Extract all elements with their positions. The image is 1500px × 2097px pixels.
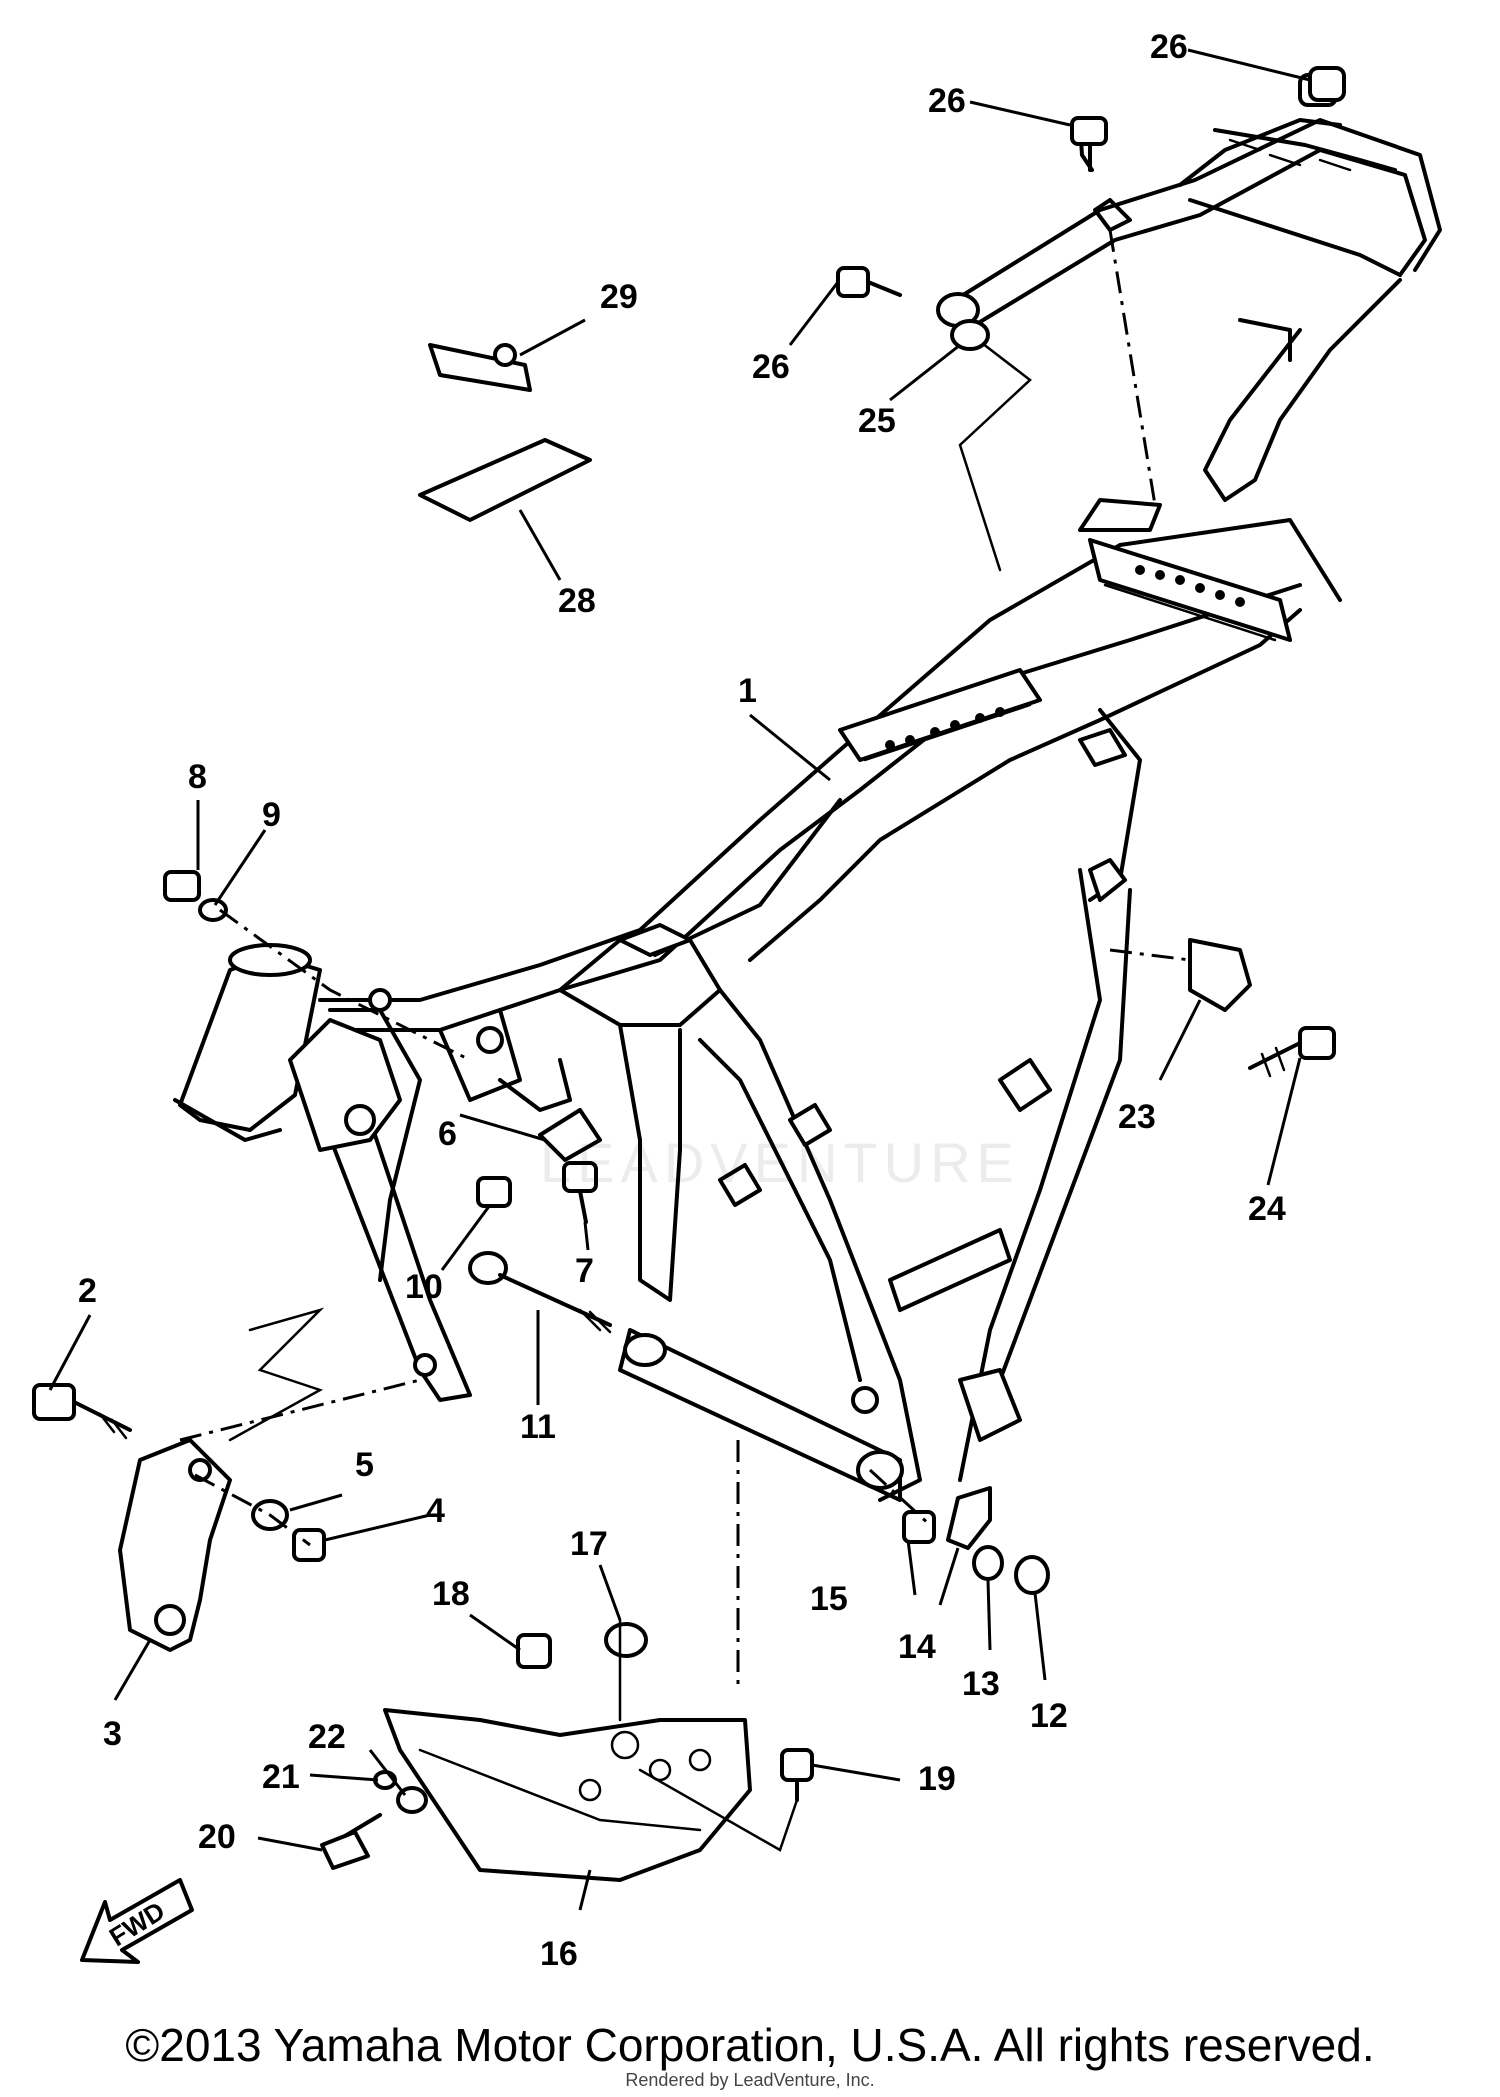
fwd-arrow: FWD xyxy=(80,1878,194,1964)
fasteners xyxy=(32,66,1346,1870)
callout-4: 4 xyxy=(426,1492,445,1530)
callout-17: 17 xyxy=(570,1525,608,1563)
protector-pad xyxy=(418,438,592,522)
callout-14: 14 xyxy=(898,1628,936,1666)
callout-labels: 26 26 29 26 25 28 1 8 9 6 10 7 11 2 5 4 … xyxy=(78,28,1286,1973)
callout-11: 11 xyxy=(520,1408,556,1446)
engine-mount-bracket xyxy=(118,1438,232,1652)
callout-8: 8 xyxy=(188,758,207,796)
callout-29: 29 xyxy=(600,278,638,316)
seat-bracket xyxy=(428,343,532,392)
bracket-bolt-hole xyxy=(154,1604,186,1636)
watermark: LEADVENTURE xyxy=(540,1131,1020,1194)
callout-21: 21 xyxy=(262,1758,300,1796)
callout-20: 20 xyxy=(198,1818,236,1856)
copyright-notice: ©2013 Yamaha Motor Corporation, U.S.A. A… xyxy=(125,2019,1375,2071)
rear-subframe xyxy=(936,73,1442,502)
callout-12: 12 xyxy=(1030,1697,1068,1735)
callout-22: 22 xyxy=(308,1718,346,1756)
alignment-line xyxy=(219,908,471,1062)
callout-2: 2 xyxy=(78,1272,97,1310)
alignment-line xyxy=(868,1468,932,1527)
callout-16: 16 xyxy=(540,1935,578,1973)
alignment-line xyxy=(179,1378,421,1442)
alignment-line xyxy=(1109,948,1191,962)
callout-18: 18 xyxy=(432,1575,470,1613)
alignment-line xyxy=(194,1473,311,1547)
alignment-line xyxy=(1108,229,1157,506)
callout-3: 3 xyxy=(103,1715,122,1753)
callout-25: 25 xyxy=(858,402,896,440)
alignment-zigzag xyxy=(228,1307,325,1442)
callout-10: 10 xyxy=(405,1268,443,1306)
callout-19: 19 xyxy=(918,1760,956,1798)
callout-24: 24 xyxy=(1248,1190,1286,1228)
callout-5: 5 xyxy=(355,1446,374,1484)
callout-7: 7 xyxy=(575,1252,594,1290)
callout-13: 13 xyxy=(962,1665,1000,1703)
leader-lines xyxy=(48,48,1311,1911)
callout-26-top: 26 xyxy=(928,82,966,120)
callout-26-side: 26 xyxy=(752,348,790,386)
callout-23: 23 xyxy=(1118,1098,1156,1136)
rendered-by-credit: Rendered by LeadVenture, Inc. xyxy=(625,2070,875,2090)
main-frame xyxy=(173,498,1342,1502)
callout-1: 1 xyxy=(738,672,757,710)
callout-27: 26 xyxy=(1150,28,1188,66)
alignment-zigzag xyxy=(958,328,1032,572)
skid-plate xyxy=(383,1708,752,1882)
callout-9: 9 xyxy=(262,796,281,834)
callout-15: 15 xyxy=(810,1580,848,1618)
callout-28: 28 xyxy=(558,582,596,620)
alignment-line xyxy=(638,1768,799,1852)
callout-6: 6 xyxy=(438,1115,457,1153)
seat-bracket-pin xyxy=(493,343,517,367)
frame-exploded-diagram: FWD 26 26 29 26 25 28 1 8 9 6 10 7 11 2 … xyxy=(32,28,1442,1973)
